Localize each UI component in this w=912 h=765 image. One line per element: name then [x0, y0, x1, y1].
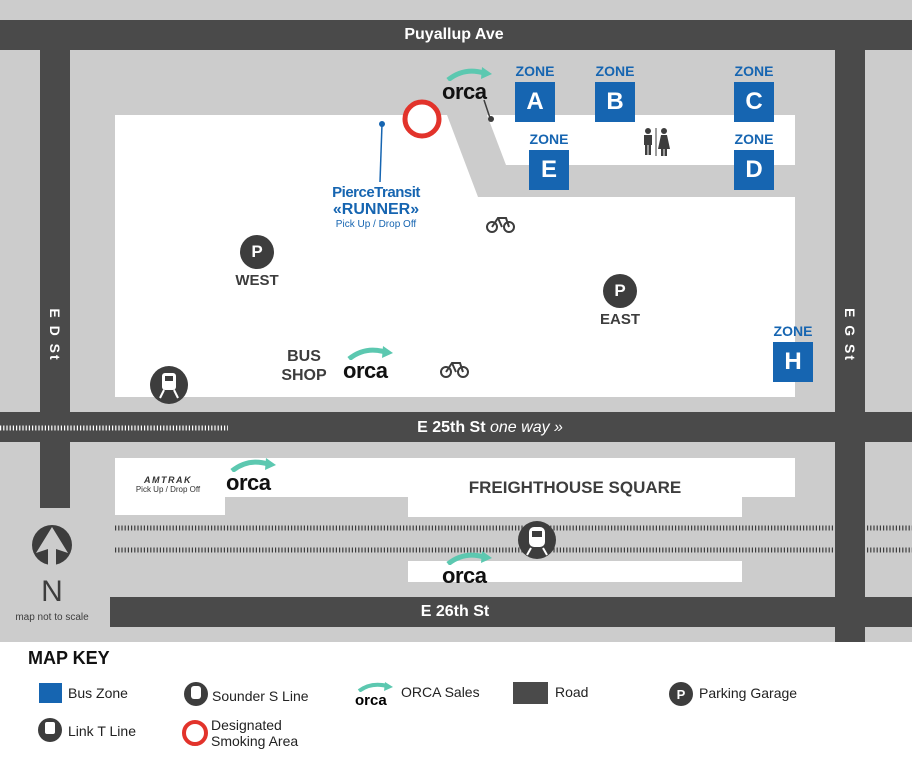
zone-h: H: [773, 342, 813, 382]
key-bus-zone-swatch: [39, 683, 62, 703]
runner-label: «RUNNER»: [332, 201, 420, 218]
road-e-26th-st: [110, 597, 912, 627]
north-arrow-icon: [32, 525, 72, 566]
key-bus-zone-label: Bus Zone: [68, 685, 128, 701]
zone-e: E: [529, 150, 569, 190]
amtrak-logo: AMTRAK: [143, 475, 192, 485]
zone-a: A: [515, 82, 555, 122]
street-label-e-g-st: E G St: [842, 307, 858, 363]
smoking-area-icon: [402, 99, 442, 139]
key-parking-label: Parking Garage: [699, 685, 798, 701]
one-way-note: one way »: [489, 419, 563, 436]
key-link-label: Link T Line: [68, 723, 136, 739]
bike-parking-icon: [486, 217, 515, 233]
key-sounder-icon: [184, 682, 208, 706]
amtrak-note: Pick Up / Drop Off: [135, 485, 201, 494]
runner-pointer: [379, 123, 383, 183]
parking-west-icon: P: [240, 235, 274, 269]
link-light-rail-icon: [150, 366, 188, 404]
zone-h-label: ZONE: [773, 323, 813, 339]
key-smoking-icon: [182, 720, 208, 746]
key-parking-icon: P: [669, 682, 693, 706]
restroom-icon: [644, 128, 670, 156]
freighthouse-square-label: FREIGHTHOUSE SQUARE: [468, 478, 682, 497]
zone-b-label: ZONE: [595, 63, 635, 79]
sounder-train-icon: [518, 521, 556, 559]
zone-e-label: ZONE: [529, 131, 569, 147]
bike-parking-icon: [440, 362, 469, 378]
scale-note: map not to scale: [15, 612, 89, 623]
street-label-e-d-st: E D St: [47, 308, 63, 362]
zone-d-label: ZONE: [734, 131, 774, 147]
amtrak-stop: AMTRAK Pick Up / Drop Off: [136, 475, 200, 494]
road-e-25th-st: [0, 412, 912, 442]
amtrak-block: [115, 458, 225, 515]
orca-sales-icon: orca: [442, 551, 492, 587]
orca-pointer: [483, 99, 491, 119]
road-e-g-st: [835, 50, 865, 642]
runner-note: Pick Up / Drop Off: [335, 219, 417, 230]
key-orca-label: ORCA Sales: [401, 684, 480, 700]
street-label-e-25th-st: E 25th St one way »: [417, 419, 563, 436]
zone-c: C: [734, 82, 774, 122]
orca-sales-icon: orca: [343, 346, 393, 382]
zone-c-label: ZONE: [734, 63, 774, 79]
parking-west-label: WEST: [235, 272, 279, 289]
street-label-e-26th-st: E 26th St: [420, 603, 490, 620]
zone-a-label: ZONE: [515, 63, 555, 79]
parking-east-icon: P: [603, 274, 637, 308]
north-label: N: [41, 575, 63, 608]
zone-b: B: [595, 82, 635, 122]
pierce-transit-logo: PierceTransit: [332, 184, 420, 201]
orca-sales-icon: orca: [442, 67, 492, 103]
pierce-transit-runner-stop: PierceTransit «RUNNER» Pick Up / Drop Of…: [332, 184, 420, 230]
key-road-swatch: [513, 682, 548, 704]
key-road-label: Road: [555, 684, 589, 700]
platform-block: [408, 561, 742, 582]
freighthouse-center-block: [408, 458, 742, 517]
key-link-icon: [38, 718, 62, 742]
station-block: [115, 115, 795, 397]
road-puyallup-ave: [0, 20, 912, 50]
parking-east-label: EAST: [599, 311, 641, 328]
key-orca-icon: orca: [355, 682, 397, 710]
key-sounder-label: Sounder S Line: [212, 688, 309, 704]
orca-sales-icon: orca: [226, 458, 276, 494]
street-label-puyallup-ave: Puyallup Ave: [404, 26, 504, 43]
map-key-title: MAP KEY: [28, 648, 110, 668]
zone-d: D: [734, 150, 774, 190]
